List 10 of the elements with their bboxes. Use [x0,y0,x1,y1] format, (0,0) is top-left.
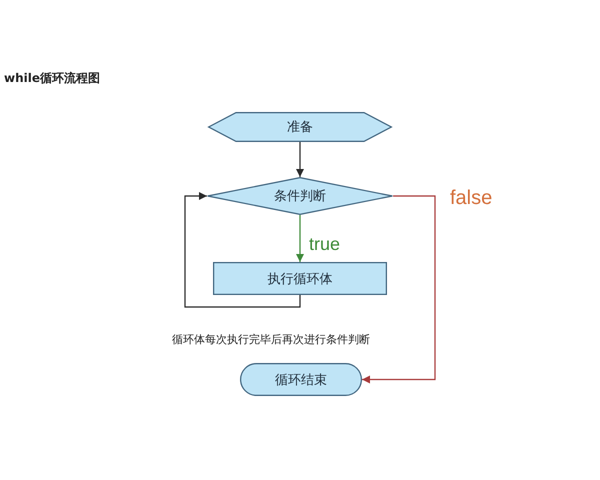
title: while循环流程图 [4,70,100,87]
hexagon-box: 准备 [208,112,392,142]
note-text: 循环体每次执行完毕后再次进行条件判断 [172,332,370,347]
decision-diamond: 条件判断 [207,177,393,215]
arrow [184,192,301,308]
arrow [362,195,436,384]
arrow [296,142,304,177]
terminal-box: 循环结束 [240,363,362,396]
arrow [296,215,304,262]
process-box: 执行循环体 [213,262,387,295]
